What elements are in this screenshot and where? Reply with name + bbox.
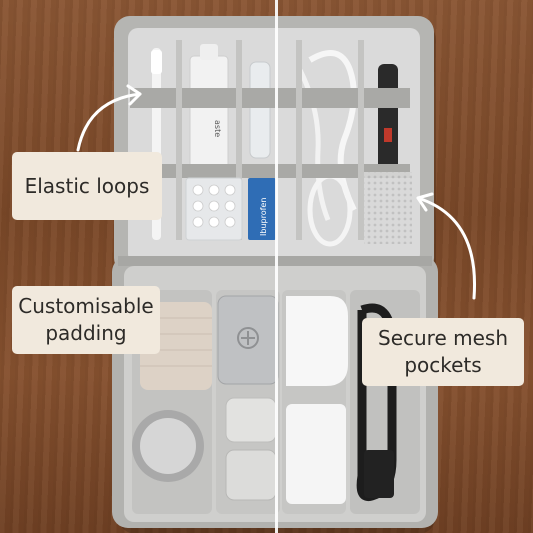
center-divider xyxy=(275,0,278,533)
caption-secure-mesh-pockets: Secure mesh pockets xyxy=(362,318,524,386)
caption-mesh-line1: Secure mesh xyxy=(378,326,508,350)
toothpaste-cap xyxy=(200,44,218,60)
flashlight xyxy=(378,64,398,176)
caption-mesh-line2: pockets xyxy=(404,353,482,377)
cosmetic-jar xyxy=(225,397,277,443)
caption-padding-line1: Customisable xyxy=(18,294,154,318)
tube-text: aste xyxy=(213,120,222,137)
arrow-elastic xyxy=(76,92,142,152)
loop-seam xyxy=(358,40,364,240)
travel-bottle xyxy=(249,61,271,159)
toothpaste-tube xyxy=(189,55,229,169)
elastic-band-middle xyxy=(130,164,410,178)
caption-customisable-padding: Customisable padding xyxy=(12,286,160,354)
cosmetic-jar-2 xyxy=(225,449,277,501)
loop-seam xyxy=(236,40,242,240)
loop-seam xyxy=(176,40,182,240)
mesh-pocket xyxy=(364,172,412,244)
toothbrush-head xyxy=(151,50,162,74)
white-mouse xyxy=(286,296,348,386)
power-adapter xyxy=(364,450,394,498)
caption-elastic-loops: Elastic loops xyxy=(12,152,162,220)
caption-padding-text: Customisable padding xyxy=(18,293,153,347)
arrow-head-elastic xyxy=(126,84,142,106)
loop-seam xyxy=(296,40,302,240)
arrow-head-mesh xyxy=(416,192,434,212)
white-charger xyxy=(286,404,346,504)
mirror-face xyxy=(140,418,196,474)
elastic-band-top xyxy=(130,88,410,108)
ibuprofen-box xyxy=(248,178,276,240)
caption-mesh-text: Secure mesh pockets xyxy=(378,325,508,379)
flashlight-button xyxy=(384,128,392,142)
cross-circle xyxy=(237,327,259,349)
pill-dots xyxy=(192,184,236,228)
arrow-mesh xyxy=(416,196,477,300)
caption-padding-line2: padding xyxy=(45,321,127,345)
caption-elastic-loops-text: Elastic loops xyxy=(24,173,150,198)
cross-icon xyxy=(241,331,255,345)
ibuprofen-text: Ibuprofen xyxy=(259,198,268,236)
